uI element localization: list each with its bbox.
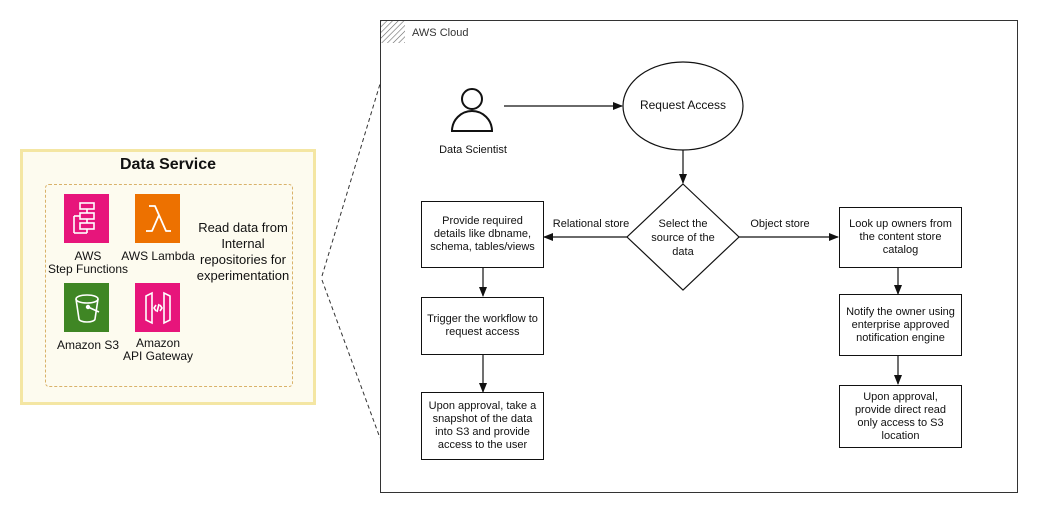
lambda-label: AWS Lambda	[121, 249, 195, 263]
callout-line-bottom	[321, 279, 381, 439]
callout-line-top	[321, 83, 381, 277]
object-step-3: Upon approval, provide direct read only …	[839, 385, 962, 448]
api-gateway-label-line1: Amazon	[135, 336, 181, 350]
data-scientist-label: Data Scientist	[439, 144, 507, 156]
step-functions-label: AWS Step Functions	[44, 250, 132, 276]
request-access-ellipse	[622, 61, 744, 151]
decision-diamond	[626, 183, 740, 291]
data-service-group	[45, 184, 293, 387]
lambda-icon	[135, 194, 180, 243]
object-step-1: Look up owners from the content store ca…	[839, 207, 962, 268]
step-functions-label-line1: AWS	[74, 249, 102, 263]
edge-object-label: Object store	[750, 218, 810, 230]
relational-step-3: Upon approval, take a snapshot of the da…	[421, 392, 544, 460]
step-functions-icon	[64, 194, 109, 243]
request-access-label: Request Access	[639, 98, 727, 112]
user-icon	[450, 88, 494, 132]
s3-label: Amazon S3	[56, 338, 120, 352]
data-service-panel	[20, 149, 316, 405]
api-gateway-label: Amazon API Gateway	[118, 337, 198, 363]
aws-cloud-group	[380, 20, 1018, 493]
object-step-2: Notify the owner using enterprise approv…	[839, 294, 962, 356]
api-gateway-label-line2: API Gateway	[122, 349, 194, 363]
decision-label: Select the source of the data	[651, 218, 715, 258]
aws-cloud-label: AWS Cloud	[412, 27, 469, 39]
relational-step-2: Trigger the workflow to request access	[421, 297, 544, 355]
step-functions-label-line2: Step Functions	[47, 262, 129, 276]
relational-step-1: Provide required details like dbname, sc…	[421, 201, 544, 268]
cloud-corner-icon	[381, 21, 405, 43]
s3-icon	[64, 283, 109, 332]
api-gateway-icon	[135, 283, 180, 332]
data-service-description: Read data from Internal repositories for…	[196, 220, 290, 283]
data-service-title: Data Service	[119, 156, 217, 173]
edge-relational-label: Relational store	[552, 218, 630, 230]
